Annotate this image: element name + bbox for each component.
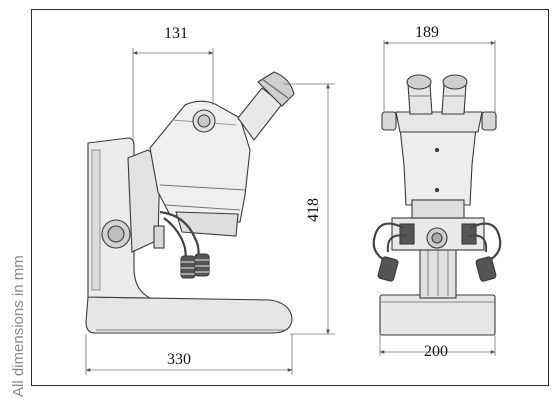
side-base [85, 296, 293, 334]
dim-base-width: 200 [424, 343, 448, 360]
front-lamp-right [475, 256, 497, 282]
dim-base-length: 330 [167, 351, 191, 368]
side-lamp-right [194, 253, 210, 277]
front-view-microscope [372, 74, 502, 336]
side-dimensions [85, 48, 335, 375]
dim-front-width: 189 [415, 24, 439, 41]
dim-height: 418 [305, 198, 322, 222]
side-body [149, 100, 251, 223]
front-light-arm-right [469, 222, 502, 261]
front-light-arm-left [372, 222, 405, 261]
side-light-arm [159, 210, 200, 259]
front-dimensions [379, 40, 496, 356]
front-lamp-left [377, 256, 399, 282]
side-pillar [87, 137, 151, 299]
front-base [379, 294, 496, 336]
dim-side-depth: 131 [164, 25, 188, 42]
side-lamp-left [180, 255, 196, 279]
front-body [399, 127, 477, 206]
side-view-microscope [85, 71, 295, 334]
